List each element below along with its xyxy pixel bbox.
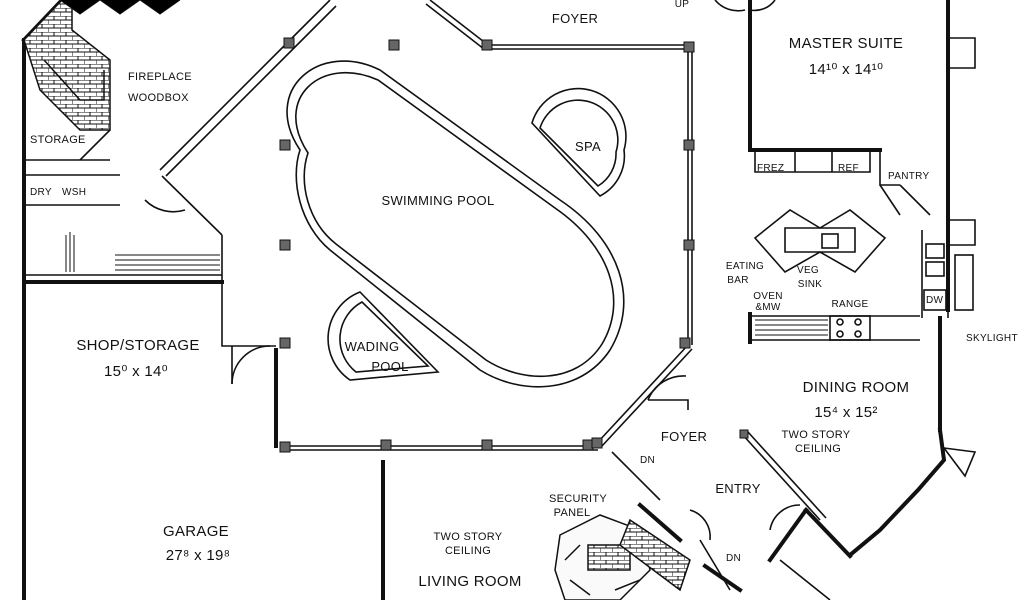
wading-pool-label-line1: WADING — [344, 339, 400, 354]
dining-room-label: DINING ROOM — [802, 379, 910, 396]
exterior-walls — [21, 0, 950, 600]
garage-label: GARAGE — [163, 523, 229, 540]
fireplace-bottom — [554, 514, 691, 600]
washer-label: WSH — [62, 187, 87, 198]
oven-label-line1: OVEN — [753, 291, 783, 302]
pantry-label: PANTRY — [888, 171, 930, 182]
stairs-down-label-bottom: DN — [726, 553, 742, 564]
refrigerator-label: REF — [838, 163, 859, 174]
eating-bar-label-line2: BAR — [727, 275, 749, 286]
dishwasher-label: DW — [926, 295, 944, 306]
skylight-label: SKYLIGHT — [966, 333, 1018, 344]
security-panel-label-line2: PANEL — [553, 507, 591, 519]
shop-storage-label: SHOP/STORAGE — [76, 337, 200, 354]
two-story-ceiling-right-line2: CEILING — [794, 443, 842, 455]
dryer-label: DRY — [30, 187, 52, 198]
interior-walls — [24, 0, 977, 600]
two-story-ceiling-right-line1: TWO STORY — [781, 429, 851, 441]
oven-label-line2: &MW — [755, 302, 781, 313]
two-story-ceiling-left-line2: CEILING — [444, 545, 492, 557]
columns — [279, 37, 749, 453]
veg-sink-label-line2: SINK — [797, 279, 823, 290]
spa-label: SPA — [575, 139, 601, 154]
entry-label: ENTRY — [715, 481, 761, 496]
fireplace-label: FIREPLACE — [128, 71, 192, 83]
eating-bar-label-line1: EATING — [725, 261, 765, 272]
swimming-pool-label: SWIMMING POOL — [381, 193, 495, 208]
living-room-label: LIVING ROOM — [418, 573, 522, 590]
veg-sink-label-line1: VEG — [796, 265, 820, 276]
stairs-down-label-top: DN — [640, 455, 656, 466]
foyer-top-label: FOYER — [551, 11, 599, 26]
garage-size: 27⁸ x 19⁸ — [165, 547, 231, 564]
security-panel-label-line1: SECURITY — [548, 493, 608, 505]
wading-pool-label-line2: POOL — [371, 359, 409, 374]
shop-storage-size: 15⁰ x 14⁰ — [104, 363, 168, 380]
range-label: RANGE — [831, 299, 869, 310]
master-suite-size: 14¹⁰ x 14¹⁰ — [808, 61, 884, 78]
storage-label: STORAGE — [30, 134, 86, 146]
hatch-marks — [59, 0, 828, 336]
master-suite-label: MASTER SUITE — [788, 35, 904, 52]
freezer-label: FREZ — [757, 163, 785, 174]
foyer-bottom-label: FOYER — [660, 429, 708, 444]
two-story-ceiling-left-line1: TWO STORY — [433, 531, 503, 543]
dining-room-size: 15⁴ x 15² — [814, 404, 878, 421]
fireplace-top — [23, 0, 111, 131]
swimming-pool — [286, 60, 627, 388]
woodbox-label: WOODBOX — [128, 92, 189, 104]
stairs-up-label: UP — [674, 0, 690, 10]
